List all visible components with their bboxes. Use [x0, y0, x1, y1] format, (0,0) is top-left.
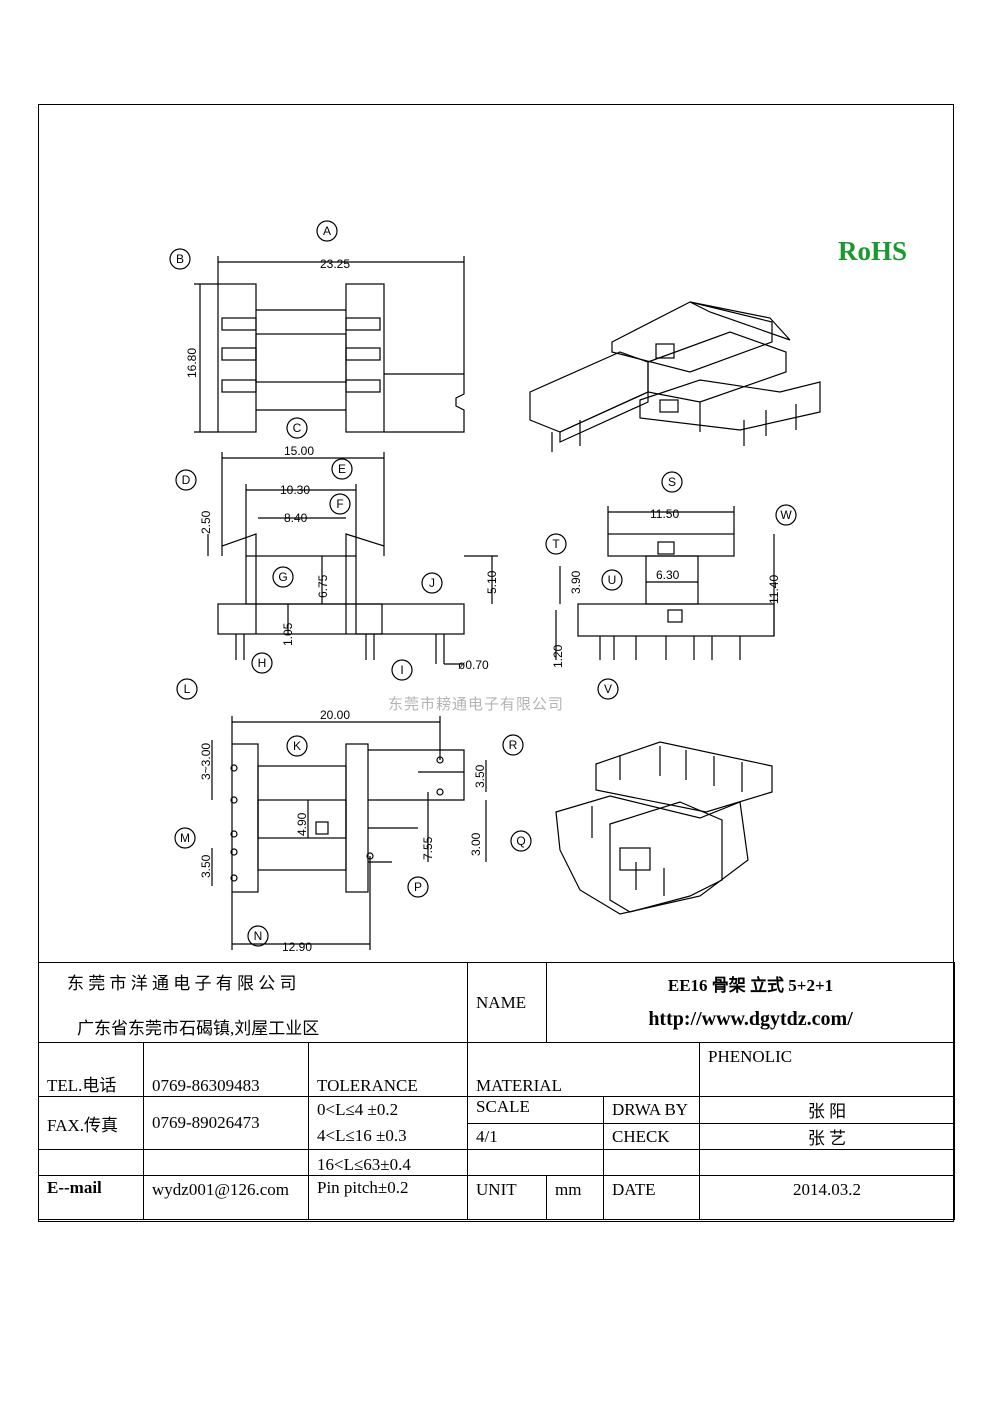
dim-g: 6.75	[316, 574, 330, 598]
unit-label: UNIT	[467, 1175, 548, 1220]
callout-s: S	[668, 475, 676, 489]
dim-f: 8.40	[284, 511, 308, 525]
callout-p: P	[414, 880, 422, 894]
dim-t: 3.90	[569, 570, 583, 594]
callout-i: I	[400, 663, 403, 677]
rohs-mark: RoHS	[838, 236, 908, 266]
callout-e: E	[338, 462, 346, 476]
callout-n: N	[254, 929, 263, 943]
engineering-drawing: A B C D E F G H I J K L M N P Q R S T U …	[169, 220, 821, 954]
callout-j: J	[429, 576, 435, 590]
material-value: PHENOLIC	[699, 1042, 956, 1097]
front-view	[207, 452, 498, 665]
dim-t2: 1.20	[551, 644, 565, 668]
callout-u: U	[608, 573, 617, 587]
drawing-frame	[38, 104, 954, 1222]
callout-v: V	[604, 682, 612, 696]
product-url: http://www.dgytdz.com/	[648, 1008, 853, 1030]
dim-q: 3.00	[469, 832, 483, 856]
callout-k: K	[293, 739, 301, 753]
email-value: wydz001@126.com	[143, 1175, 309, 1220]
dim-l: 3~3.00	[199, 743, 213, 780]
callout-q: Q	[516, 834, 525, 848]
email-label: E--mail	[38, 1175, 144, 1220]
dim-n: 12.90	[282, 940, 312, 954]
tel-label: TEL.电话	[38, 1042, 144, 1097]
callout-l: L	[184, 682, 191, 696]
unit-value: mm	[546, 1175, 605, 1220]
checked-by: 张 艺	[699, 1123, 956, 1150]
date-value: 2014.03.2	[699, 1175, 956, 1220]
tolerance-row-2: 4<L≤16 ±0.3	[317, 1126, 407, 1145]
tolerance-row-1: 0<L≤4 ±0.2	[317, 1100, 399, 1119]
callout-a: A	[323, 224, 331, 238]
callout-m: M	[180, 831, 190, 845]
tolerance-row-3: 16<L≤63±0.4	[307, 1149, 469, 1176]
dim-a: 23.25	[320, 257, 350, 271]
company-name: 东 莞 市 洋 通 电 子 有 限 公 司	[67, 974, 297, 993]
tel-value: 0769-86309483	[143, 1042, 309, 1097]
check-label: CHECK	[603, 1123, 701, 1150]
dim-pin: ø0.70	[458, 658, 489, 672]
iso-view-bottom	[555, 741, 773, 915]
drawn-by: 张 阳	[699, 1096, 956, 1124]
dim-r: 3.50	[473, 764, 487, 788]
callout-letters: A B C D E F G H I J K L M N P Q R S T U …	[176, 224, 792, 943]
scale-filler	[467, 1149, 605, 1176]
dim-s: 11.50	[650, 507, 679, 521]
company-cell: 东 莞 市 洋 通 电 子 有 限 公 司 广东省东莞市石碣镇,刘屋工业区	[37, 962, 469, 1043]
product-cell: EE16 骨架 立式 5+2+1 http://www.dgytdz.com/	[546, 962, 956, 1043]
fax-label: FAX.传真	[38, 1096, 144, 1150]
checked-filler	[699, 1149, 956, 1176]
dimension-labels: 23.25 16.80 15.00 10.30 8.40 2.50 6.75 1…	[185, 257, 781, 954]
dim-p: 7.55	[421, 836, 435, 860]
dim-k: 20.00	[320, 708, 350, 722]
dim-h: 1.05	[281, 622, 295, 646]
company-address: 广东省东莞市石碣镇,刘屋工业区	[77, 1019, 320, 1038]
check-filler	[603, 1149, 701, 1176]
callout-g: G	[278, 570, 287, 584]
dim-k-height: 4.90	[295, 812, 309, 836]
watermark: 东莞市耪通电子有限公司	[388, 695, 565, 713]
tolerance-filler	[38, 1149, 144, 1176]
iso-view-top	[529, 301, 821, 452]
dim-w: 11.40	[767, 575, 781, 604]
tolerance-row-4: Pin pitch±0.2	[307, 1175, 469, 1220]
dim-b: 16.80	[185, 348, 199, 378]
drawn-label: DRWA BY	[603, 1096, 701, 1124]
scale-value: 4/1	[467, 1123, 605, 1150]
title-block: 东 莞 市 洋 通 电 子 有 限 公 司 广东省东莞市石碣镇,刘屋工业区 NA…	[37, 962, 956, 1220]
dim-e: 10.30	[280, 483, 310, 497]
callout-d: D	[182, 473, 191, 487]
callout-b: B	[176, 252, 184, 266]
bottom-view	[211, 716, 487, 950]
dim-d: 2.50	[199, 510, 213, 534]
callout-f: F	[336, 497, 343, 511]
dim-c: 15.00	[284, 444, 314, 458]
dim-j: 5.10	[485, 570, 499, 594]
date-label: DATE	[603, 1175, 701, 1220]
tolerance-filler-2	[143, 1149, 309, 1176]
product-name: EE16 骨架 立式 5+2+1	[667, 976, 834, 995]
tolerance-label: TOLERANCE	[307, 1042, 469, 1097]
callout-t: T	[552, 537, 560, 551]
callout-circles	[169, 220, 797, 947]
scale-label: SCALE	[467, 1096, 605, 1124]
dim-u: 6.30	[656, 568, 680, 582]
tolerance-cell: 0<L≤4 ±0.2 4<L≤16 ±0.3	[307, 1096, 469, 1150]
top-view	[194, 256, 465, 433]
callout-r: R	[509, 738, 518, 752]
callout-h: H	[258, 656, 267, 670]
callout-w: W	[780, 508, 792, 522]
name-label: NAME	[467, 962, 548, 1043]
callout-c: C	[293, 421, 302, 435]
material-label: MATERIAL	[467, 1042, 701, 1097]
fax-value: 0769-89026473	[143, 1096, 309, 1150]
dim-m: 3.50	[199, 854, 213, 878]
side-view	[555, 506, 775, 660]
